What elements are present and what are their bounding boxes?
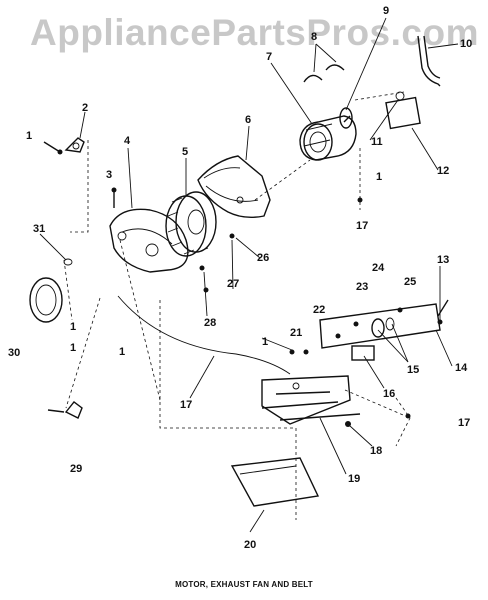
callout-7: 7 xyxy=(266,51,272,63)
callout-20: 20 xyxy=(244,539,256,551)
callout-15: 15 xyxy=(407,364,419,376)
callout-leaders xyxy=(39,17,459,475)
switch-parts-11-12 xyxy=(385,91,421,130)
callout-13: 13 xyxy=(437,254,449,266)
idler-assembly-parts-14-16 xyxy=(319,299,449,361)
callout-9: 9 xyxy=(383,5,389,17)
belt-part-10 xyxy=(417,35,441,87)
callout-18: 18 xyxy=(370,445,382,457)
callout-16: 16 xyxy=(383,388,395,400)
diagram-caption: MOTOR, EXHAUST FAN AND BELT xyxy=(175,580,313,589)
bracket-part-29 xyxy=(47,401,83,419)
blower-wheel-part-5 xyxy=(165,191,217,257)
callout-31: 31 xyxy=(33,223,45,235)
bolt-part-18 xyxy=(345,421,351,427)
small-fasteners xyxy=(199,197,443,419)
ring-part-30 xyxy=(29,277,63,323)
callout-1c: 1 xyxy=(119,346,125,358)
callout-17b: 17 xyxy=(180,399,192,411)
part-callouts: 1 2 3 4 5 6 7 8 9 10 11 12 13 14 15 16 1… xyxy=(8,5,472,551)
callout-1g: 17 xyxy=(458,417,470,429)
callout-1: 1 xyxy=(26,130,32,142)
callout-11: 11 xyxy=(371,136,383,148)
motor-part-7 xyxy=(299,115,357,161)
base-plate-part-20 xyxy=(230,457,320,533)
callout-1b: 1 xyxy=(70,321,76,333)
bracket-part-2 xyxy=(64,137,85,153)
callout-26: 26 xyxy=(257,252,269,264)
callout-14: 14 xyxy=(455,362,468,374)
callout-10: 10 xyxy=(460,38,472,50)
callout-4: 4 xyxy=(124,135,131,147)
callout-8: 8 xyxy=(311,31,317,43)
assembly-guide-lines xyxy=(63,91,411,520)
wire-part-17 xyxy=(117,295,291,375)
blower-housing-part-6 xyxy=(197,155,271,219)
screw-part-1-left xyxy=(43,141,63,155)
callout-1d: 1 xyxy=(70,342,76,354)
callout-2: 2 xyxy=(82,102,88,114)
screw-part-3 xyxy=(111,187,117,208)
callout-6: 6 xyxy=(245,114,251,126)
callout-5: 5 xyxy=(182,146,188,158)
motor-base-part-19 xyxy=(261,375,361,425)
callout-19: 19 xyxy=(348,473,360,485)
watermark: AppliancePartsPros.com xyxy=(30,12,479,53)
callout-30: 30 xyxy=(8,347,20,359)
callout-23: 23 xyxy=(356,281,368,293)
callout-22: 22 xyxy=(313,304,325,316)
callout-24: 24 xyxy=(372,262,385,274)
callout-17: 17 xyxy=(356,220,368,232)
callout-12: 12 xyxy=(437,165,449,177)
callout-1f: 1 xyxy=(376,171,382,183)
callout-21: 21 xyxy=(290,327,302,339)
pulley-part-9 xyxy=(339,107,353,129)
clip-part-31 xyxy=(63,258,73,266)
callout-25: 25 xyxy=(404,276,416,288)
callout-3: 3 xyxy=(106,169,112,181)
callout-1e: 1 xyxy=(262,336,268,348)
callout-28: 28 xyxy=(204,317,216,329)
motor-clamps-part-8 xyxy=(303,64,345,83)
callout-29: 29 xyxy=(70,463,82,475)
